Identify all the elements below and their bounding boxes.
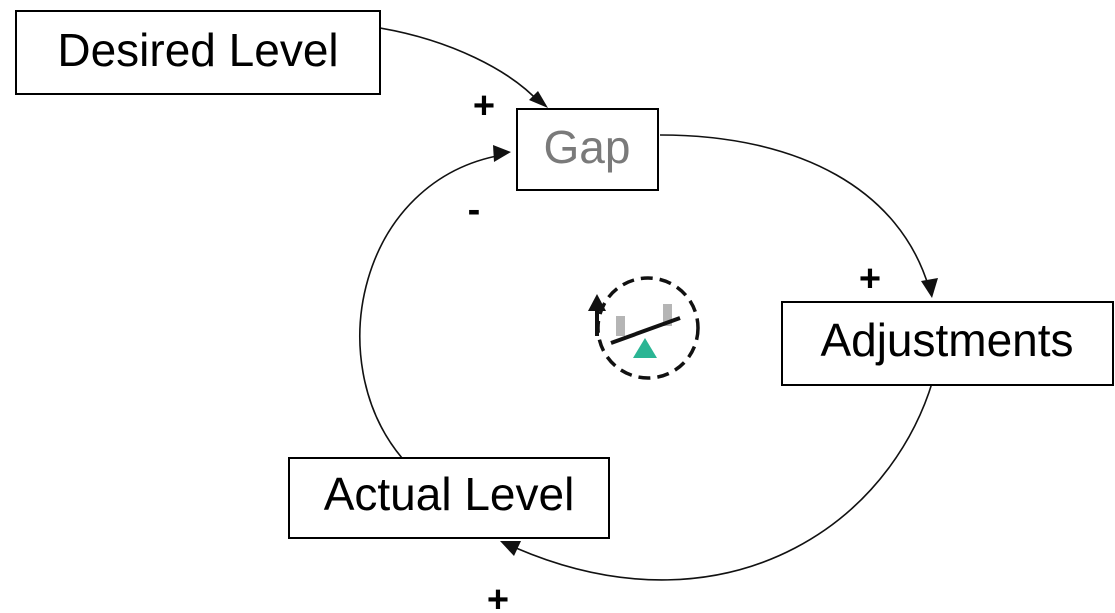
polarity-gap-to-adjustments: +	[859, 258, 881, 300]
node-adjustments: Adjustments	[781, 301, 1114, 386]
polarity-actual-to-gap: -	[468, 189, 481, 231]
link-actual-to-gap	[359, 145, 511, 459]
balance-scale-icon	[588, 276, 700, 380]
polarity-desired-to-gap: +	[473, 85, 495, 127]
link-desired-to-gap	[379, 27, 548, 108]
node-gap-label: Gap	[544, 121, 631, 173]
link-adjustments-to-actual	[500, 355, 940, 581]
link-gap-to-adjustments	[659, 134, 938, 298]
node-actual-level: Actual Level	[288, 457, 610, 539]
node-gap: Gap	[516, 108, 659, 191]
node-desired-level: Desired Level	[15, 10, 381, 95]
node-adjustments-label: Adjustments	[820, 314, 1073, 366]
node-desired-level-label: Desired Level	[57, 24, 338, 76]
polarity-adjustments-to-actual: +	[487, 579, 509, 613]
node-actual-level-label: Actual Level	[324, 468, 575, 520]
